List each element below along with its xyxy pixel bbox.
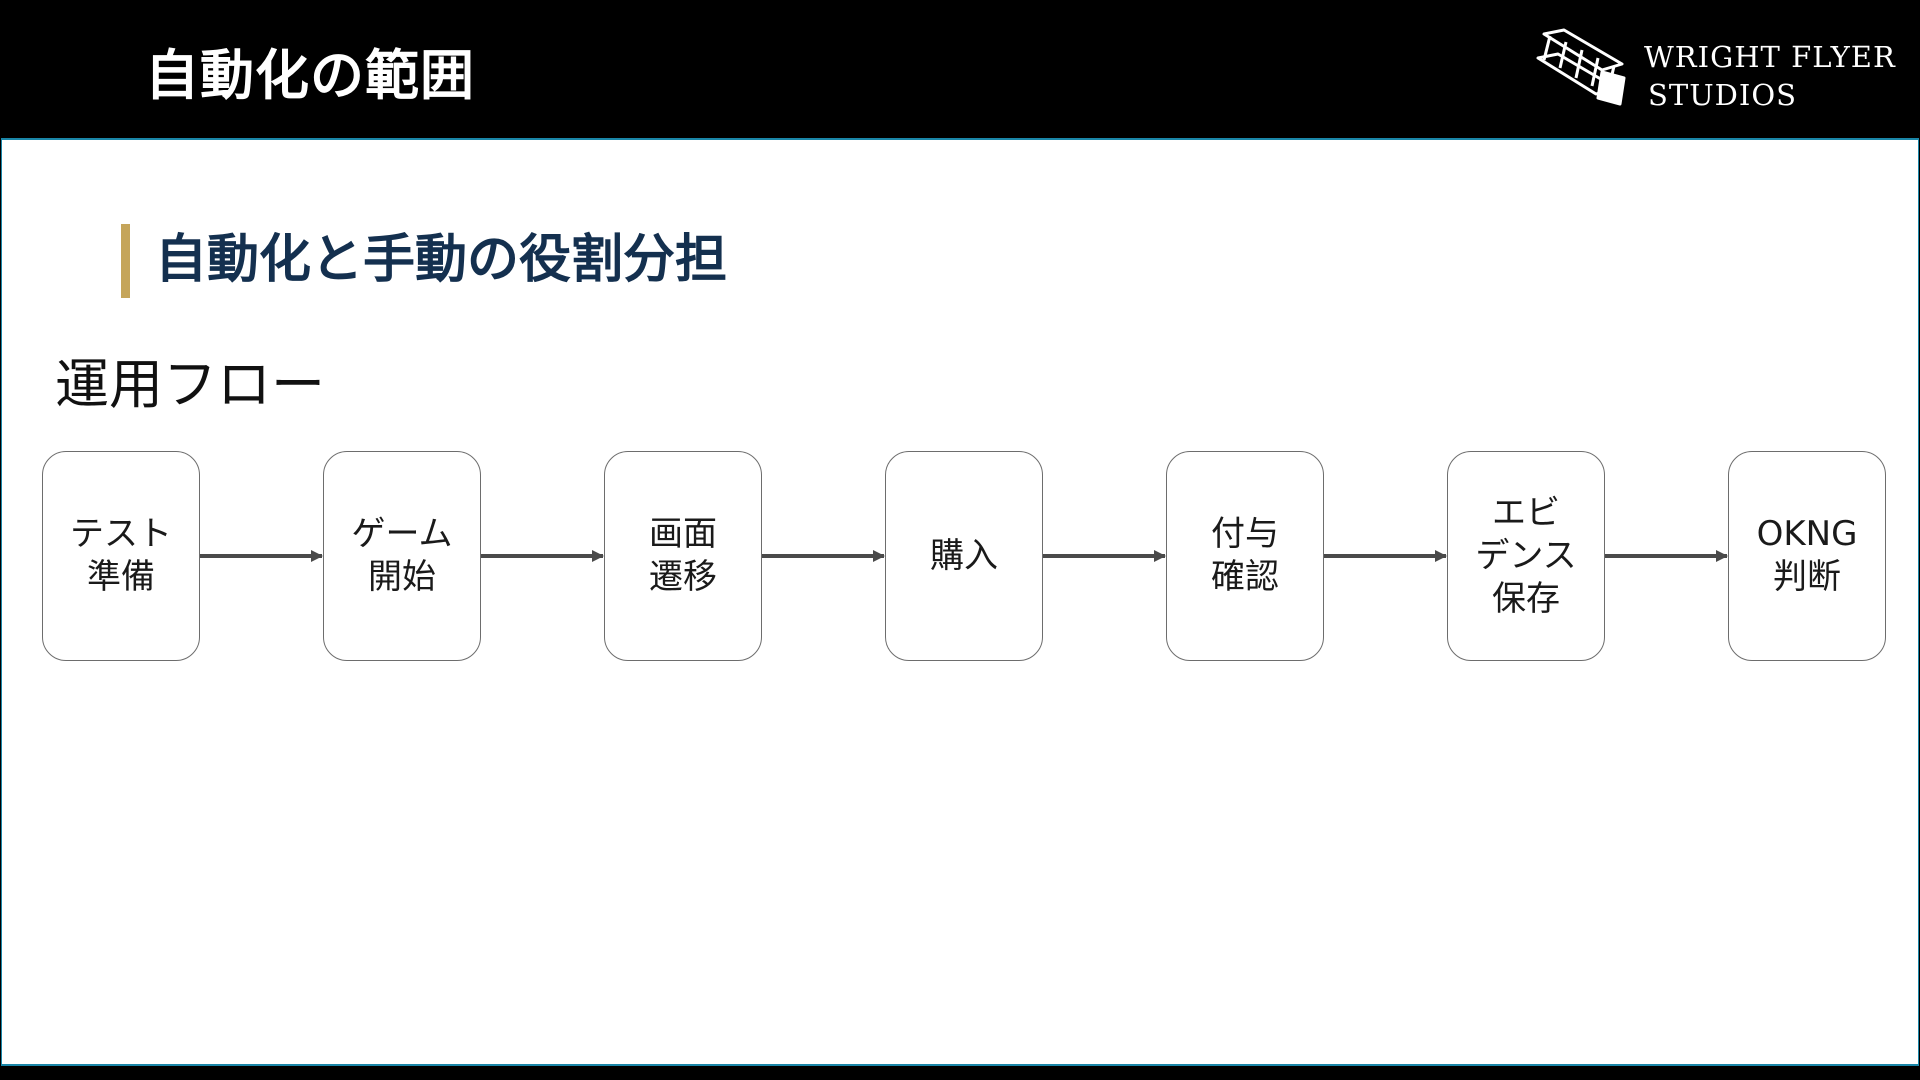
company-logo: WRIGHT FLYER STUDIOS	[1536, 28, 1896, 112]
flow-step-4: 購入	[885, 451, 1043, 661]
flow-step-label: 付与 確認	[1211, 514, 1279, 597]
section-accent-bar	[121, 224, 130, 298]
biplane-icon	[1536, 28, 1626, 106]
flow-step-label: 購入	[930, 535, 998, 576]
section-title: 自動化と手動の役割分担	[155, 230, 728, 290]
flow-step-3: 画面 遷移	[604, 451, 762, 661]
flow-step-label: テスト 準備	[70, 514, 172, 597]
flow-step-2: ゲーム 開始	[323, 451, 481, 661]
bottom-band	[0, 1066, 1920, 1080]
header-bar: 自動化の範囲 WRIGHT FLYER STUDIOS	[0, 0, 1920, 136]
flow-title: 運用フロー	[55, 353, 325, 416]
flow-step-7: OKNG 判断	[1728, 451, 1886, 661]
slide-body: 自動化と手動の役割分担 運用フロー テスト 準備 ゲーム 開始 画面 遷移 購入 付与 …	[1, 138, 1919, 1066]
logo-line-2: STUDIOS	[1648, 78, 1797, 112]
flow-step-label: ゲーム 開始	[351, 514, 453, 597]
logo-line-1: WRIGHT FLYER	[1644, 40, 1896, 74]
flow-step-label: 画面 遷移	[649, 514, 717, 597]
flow-step-1: テスト 準備	[42, 451, 200, 661]
flow-arrows	[200, 550, 1728, 562]
flow-step-6: エビ デンス 保存	[1447, 451, 1605, 661]
flow-step-label: エビ デンス 保存	[1475, 492, 1577, 619]
flow-step-label: OKNG 判断	[1756, 514, 1858, 597]
page-title: 自動化の範囲	[145, 44, 475, 107]
flow-step-5: 付与 確認	[1166, 451, 1324, 661]
logo-wordmark: WRIGHT FLYER STUDIOS	[1644, 38, 1896, 114]
